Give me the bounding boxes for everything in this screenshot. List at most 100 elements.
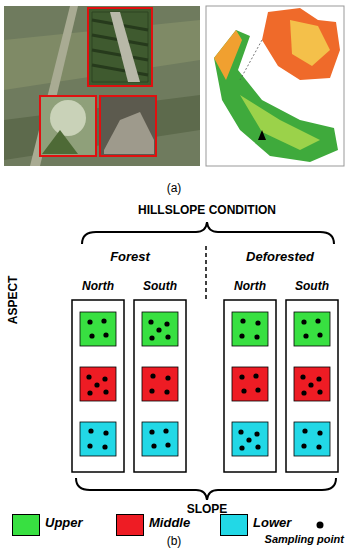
- sampling-point: [301, 390, 306, 395]
- sampling-point: [149, 388, 154, 393]
- plot-column: [224, 300, 276, 472]
- sampling-point: [239, 333, 244, 338]
- satellite-image: [4, 6, 200, 166]
- sampling-point: [254, 334, 259, 339]
- label: South: [143, 280, 177, 294]
- sampling-point: [316, 444, 321, 449]
- plot-square: [80, 367, 116, 401]
- country-map: [262, 8, 340, 80]
- axis-label: ASPECT: [7, 276, 21, 325]
- sampling-point: [165, 442, 170, 447]
- sampling-point: [316, 376, 321, 381]
- inset-photo: [100, 96, 156, 156]
- label: South: [295, 280, 329, 294]
- sampling-point: [102, 376, 107, 381]
- label: Forest: [110, 250, 150, 265]
- plot-square: [294, 422, 330, 456]
- sampling-point: [317, 430, 322, 435]
- north-arrow: [258, 130, 266, 140]
- sampling-point: [87, 390, 92, 395]
- sampling-point: [317, 389, 322, 394]
- plot-square: [232, 367, 268, 401]
- sampling-point: [255, 387, 260, 392]
- plot-column: [134, 300, 186, 472]
- province-map: [214, 30, 338, 162]
- brace: [82, 222, 334, 244]
- sampling-point: [165, 334, 170, 339]
- label: North: [234, 280, 266, 294]
- terrain: [4, 95, 200, 160]
- sampling-point: [246, 437, 251, 442]
- plot-square: [294, 367, 330, 401]
- sampling-point: [89, 333, 94, 338]
- sampling-point: [308, 382, 313, 387]
- plot-square: [232, 422, 268, 456]
- sampling-point: [301, 319, 306, 324]
- legend-text: Upper: [45, 516, 83, 531]
- sampling-point: [103, 332, 108, 337]
- plot-square: [80, 312, 116, 346]
- brace: [76, 478, 336, 500]
- map-frame: [206, 6, 344, 166]
- label: North: [82, 280, 114, 294]
- plot-square: [232, 312, 268, 346]
- sampling-point: [255, 444, 260, 449]
- sampling-point: [163, 428, 168, 433]
- legend-text: Sampling point: [265, 533, 344, 546]
- sampling-point: [94, 382, 99, 387]
- legend-text: Lower: [253, 516, 291, 531]
- plot-square: [294, 312, 330, 346]
- plot-column: [286, 300, 338, 472]
- plot-square: [142, 312, 178, 346]
- plots: [80, 312, 330, 456]
- label: Deforested: [246, 250, 314, 265]
- sampling-point: [103, 389, 108, 394]
- sampling-point: [253, 373, 258, 378]
- inset-photo: [40, 96, 96, 156]
- sampling-point: [87, 443, 92, 448]
- sampling-point: [239, 445, 244, 450]
- sampling-point: [149, 335, 154, 340]
- trail: [110, 12, 140, 82]
- legend-text: Middle: [149, 516, 190, 531]
- sampling-point: [164, 389, 169, 394]
- sampling-point: [303, 333, 308, 338]
- sampling-point: [315, 318, 320, 323]
- plot-column: [72, 300, 124, 472]
- legend-swatch: [12, 514, 40, 536]
- sampling-point: [88, 428, 93, 433]
- sampling-point: [301, 443, 306, 448]
- sampling-point: [150, 373, 155, 378]
- sampling-point: [101, 318, 106, 323]
- label: (b): [167, 535, 182, 549]
- legend-swatch: [116, 514, 144, 536]
- sampling-point: [254, 431, 259, 436]
- sampling-point: [164, 321, 169, 326]
- sampling-point: [86, 374, 91, 379]
- plot-square: [142, 422, 178, 456]
- sampling-dot: [317, 522, 324, 529]
- sampling-point: [300, 374, 305, 379]
- sampling-point: [148, 319, 153, 324]
- legend-swatch: [220, 514, 248, 536]
- divider: [205, 246, 207, 300]
- inset-photo: [88, 8, 152, 86]
- label: (a): [167, 182, 182, 196]
- sampling-point: [165, 375, 170, 380]
- plot-square: [142, 367, 178, 401]
- sampling-point: [102, 444, 107, 449]
- sampling-point: [149, 429, 154, 434]
- sampling-point: [240, 318, 245, 323]
- sampling-point: [103, 430, 108, 435]
- sampling-point: [241, 388, 246, 393]
- sampling-point: [239, 374, 244, 379]
- label: HILLSLOPE CONDITION: [138, 204, 276, 218]
- sampling-point: [87, 319, 92, 324]
- sampling-point: [255, 320, 260, 325]
- sampling-point: [238, 429, 243, 434]
- plot-square: [80, 422, 116, 456]
- sampling-point: [156, 327, 161, 332]
- sampling-point: [317, 332, 322, 337]
- sampling-point: [302, 428, 307, 433]
